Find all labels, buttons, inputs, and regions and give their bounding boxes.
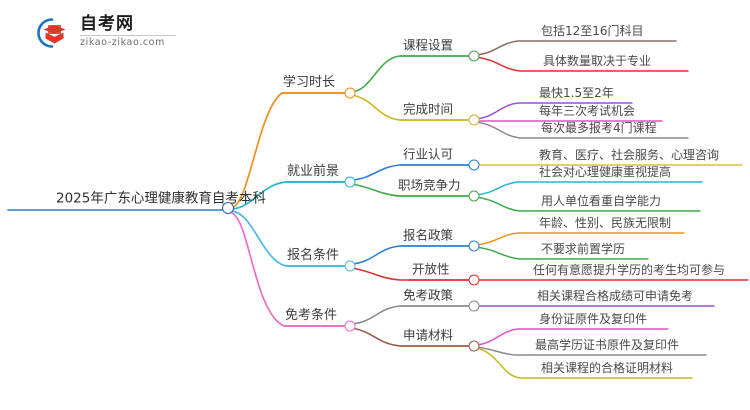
node-dot-industry[interactable]	[468, 159, 480, 171]
logo-title: 自考网	[80, 14, 134, 34]
link-competitive-to-leaf2	[475, 196, 539, 212]
link-root-to-exemption	[231, 212, 347, 327]
branch-label-registration[interactable]: 报名条件	[287, 248, 340, 263]
branch-label-exemption[interactable]: 免考条件	[285, 308, 338, 323]
link-registration-to-policy	[351, 245, 471, 265]
subbranch-label-workplace-competitiveness[interactable]: 职场竞争力	[398, 177, 461, 193]
node-dot-exempt-policy[interactable]	[468, 300, 480, 312]
node-dot-study-duration[interactable]	[344, 87, 356, 99]
link-completion-to-leaf3	[475, 121, 539, 139]
node-dot-completion[interactable]	[468, 114, 480, 126]
leaf-label-fastest-duration[interactable]: 最快1.5至2年	[539, 86, 614, 100]
node-dot-exemption[interactable]	[344, 320, 356, 332]
node-dot-materials[interactable]	[468, 340, 480, 352]
graduation-cap-in-circle-logo-icon	[28, 16, 72, 50]
leaf-label-count-depends-major[interactable]: 具体数量取决于专业	[543, 54, 652, 68]
link-root-to-study-duration	[231, 92, 347, 209]
leaf-label-subject-count[interactable]: 包括12至16门科目	[541, 24, 644, 38]
leaf-label-id-card-copy[interactable]: 身份证原件及复印件	[539, 312, 648, 326]
logo-subtitle: zikao-zikao.com	[80, 37, 165, 48]
subbranch-label-industry-recognition[interactable]: 行业认可	[403, 146, 454, 162]
leaf-label-highest-diploma-copy[interactable]: 最高学历证书原件及复印件	[535, 338, 680, 352]
link-policy-to-leaf2	[475, 246, 539, 260]
leaf-label-industry-fields[interactable]: 教育、医疗、社会服务、心理咨询	[539, 148, 720, 162]
leaf-label-anyone-may-participate[interactable]: 任何有意愿提升学历的考生均可参与	[533, 263, 726, 277]
node-dot-openness[interactable]	[468, 274, 480, 286]
leaf-label-max-four-courses[interactable]: 每次最多报考4门课程	[541, 121, 657, 135]
subbranch-label-exemption-policy[interactable]: 免考政策	[403, 287, 454, 303]
site-logo: 自考网 zikao-zikao.com	[28, 12, 178, 54]
node-dot-root[interactable]	[222, 202, 234, 214]
leaf-label-course-certificate-materials[interactable]: 相关课程的合格证明材料	[541, 361, 674, 375]
subbranch-label-application-materials[interactable]: 申请材料	[403, 327, 454, 343]
subbranch-label-courses[interactable]: 课程设置	[403, 37, 454, 53]
root-topic-label[interactable]: 2025年广东心理健康教育自考本科	[56, 190, 266, 207]
node-dot-employment[interactable]	[344, 176, 356, 188]
link-courses-to-leaf2	[475, 56, 541, 72]
link-root-to-registration	[231, 210, 347, 267]
node-dot-reg-policy[interactable]	[468, 240, 480, 252]
link-materials-to-leaf2	[475, 346, 533, 356]
link-courses-to-leaf1	[475, 40, 539, 56]
subbranch-label-registration-policy[interactable]: 报名政策	[403, 227, 454, 243]
link-exemption-to-policy	[351, 305, 471, 325]
link-competitive-to-leaf1	[475, 181, 537, 196]
logo-divider	[80, 35, 176, 36]
leaf-label-no-prior-education-required[interactable]: 不要求前置学历	[541, 242, 626, 256]
subbranch-label-openness[interactable]: 开放性	[412, 261, 450, 277]
leaf-label-no-age-gender-ethnic-limit[interactable]: 年龄、性别、民族无限制	[539, 216, 672, 230]
link-completion-to-leaf1	[475, 102, 537, 120]
leaf-label-employers-value-selfstudy[interactable]: 用人单位看重自学能力	[541, 194, 662, 208]
link-study-to-courses	[351, 55, 471, 93]
link-registration-to-openness	[351, 267, 471, 281]
node-dot-courses[interactable]	[468, 50, 480, 62]
branch-label-employment[interactable]: 就业前景	[287, 164, 340, 179]
node-dot-competitive[interactable]	[468, 190, 480, 202]
leaf-label-social-attention[interactable]: 社会对心理健康重视提高	[539, 165, 672, 179]
link-materials-to-leaf1	[475, 328, 537, 346]
link-materials-to-leaf3	[475, 347, 539, 379]
link-policy-to-leaf1	[475, 232, 537, 246]
logo-text-block: 自考网 zikao-zikao.com	[80, 14, 176, 48]
subbranch-label-completion[interactable]: 完成时间	[403, 101, 454, 117]
node-dot-registration[interactable]	[344, 260, 356, 272]
branch-label-study-duration[interactable]: 学习时长	[283, 75, 336, 90]
leaf-label-qualified-grades-exemption[interactable]: 相关课程合格成绩可申请免考	[537, 289, 694, 303]
leaf-label-three-exams-per-year[interactable]: 每年三次考试机会	[539, 104, 636, 118]
